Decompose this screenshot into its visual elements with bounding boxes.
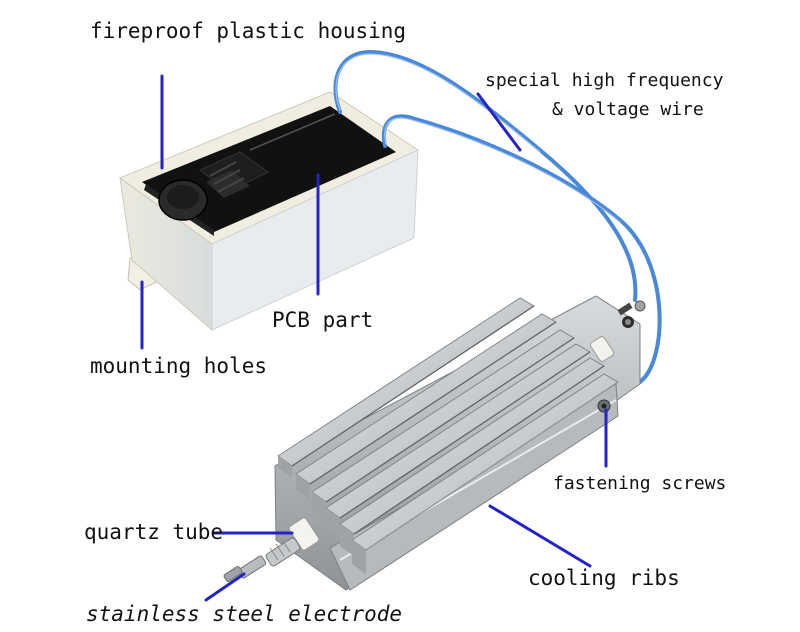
label-fastening-screws: fastening screws: [553, 473, 727, 494]
label-wire-line2: & voltage wire: [552, 99, 704, 120]
label-fireproof-plastic-housing: fireproof plastic housing: [90, 19, 407, 43]
label-cooling-ribs: cooling ribs: [528, 566, 680, 590]
plastic-housing: [118, 91, 420, 332]
leader-electrode: [204, 572, 246, 602]
label-quartz-tube: quartz tube: [84, 520, 224, 544]
heat-sink: [274, 295, 641, 591]
label-wire-line1: special high frequency: [485, 70, 724, 91]
high-voltage-wires: [333, 49, 662, 398]
label-pcb-part: PCB part: [272, 308, 374, 332]
electrode-assembly: [223, 517, 320, 582]
leader-wire: [476, 92, 522, 152]
label-mounting-holes: mounting holes: [90, 354, 268, 378]
leader-ribs: [488, 504, 592, 568]
label-stainless-steel-electrode: stainless steel electrode: [86, 602, 403, 626]
leader-lines: [140, 74, 608, 602]
